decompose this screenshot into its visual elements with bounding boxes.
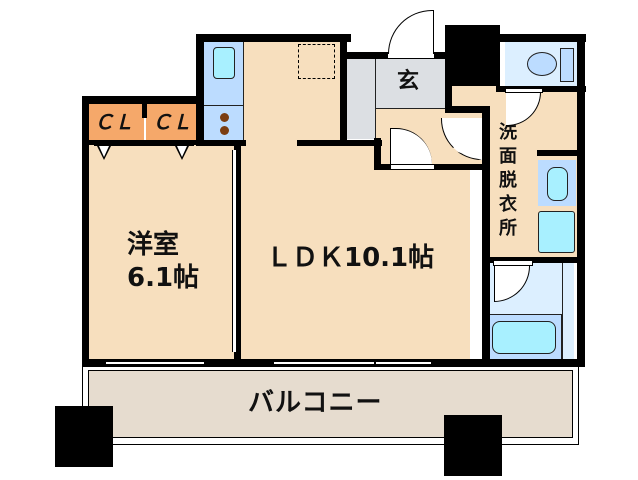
kitchen-sink-icon xyxy=(213,47,235,79)
washroom-partition xyxy=(537,150,577,156)
ldk xyxy=(240,145,470,360)
storage-nook xyxy=(452,86,496,106)
closet-door-icon-1-fill xyxy=(99,146,109,157)
wall-closet-top xyxy=(82,96,204,104)
wall-kitchen-right xyxy=(340,34,347,144)
kitchen-divider xyxy=(203,105,243,106)
window-western[interactable] xyxy=(106,361,204,366)
wall-kitchen-left xyxy=(196,34,204,144)
wall-western-ldk xyxy=(234,145,241,365)
sliding-partition[interactable] xyxy=(232,150,237,352)
closet-2-label: ＣＬ xyxy=(152,110,192,134)
wall-western-top xyxy=(82,140,242,145)
bathroom-divider xyxy=(562,263,563,359)
toilet-icon xyxy=(527,52,557,76)
washroom-label-1: 洗 xyxy=(499,122,517,143)
washing-machine-pan-icon xyxy=(538,211,575,253)
ldk-label: ＬＤＫ10.1帖 xyxy=(266,243,435,273)
washroom-label-5: 所 xyxy=(499,218,517,239)
kitchen-area xyxy=(244,42,344,150)
sink-icon xyxy=(547,167,568,201)
closet-1 xyxy=(88,104,144,140)
closet-door-icon-2-fill xyxy=(177,146,187,157)
western-room-size: 6.1帖 xyxy=(127,263,200,293)
entrance xyxy=(376,59,446,109)
washroom-label-2: 面 xyxy=(499,146,517,167)
wall-hall-left xyxy=(374,138,381,168)
column-right xyxy=(444,415,502,476)
western-room-name: 洋室 xyxy=(127,230,180,260)
bathroom-door[interactable] xyxy=(493,260,533,266)
wall-toilet-top xyxy=(500,34,586,42)
closet-2 xyxy=(146,104,196,140)
washroom-label-3: 脱 xyxy=(499,170,517,191)
wall-bath-top xyxy=(488,257,578,263)
wall-kitchen-stub xyxy=(297,140,382,146)
wall-closet-mid xyxy=(142,104,147,118)
stove-burner-2 xyxy=(220,126,229,135)
stove-burners-icon xyxy=(220,113,229,122)
wall-hall-right xyxy=(482,108,490,363)
washroom-label-4: 衣 xyxy=(499,194,517,215)
entrance-label: 玄 xyxy=(397,69,420,94)
toilet-tank xyxy=(560,48,574,82)
entrance-shoebox xyxy=(346,59,376,139)
closet-1-label: ＣＬ xyxy=(94,110,134,134)
hall-door[interactable] xyxy=(390,164,435,170)
front-door-swing-icon xyxy=(388,10,434,54)
window-ldk-1[interactable] xyxy=(274,361,374,366)
wall-wash-top xyxy=(500,86,586,92)
balcony-label: バルコニー xyxy=(248,388,383,418)
western-room xyxy=(88,145,236,360)
column-left xyxy=(55,406,113,467)
window-ldk-2[interactable] xyxy=(376,361,431,366)
ceiling-vent-icon xyxy=(298,44,335,79)
wall-west xyxy=(82,96,89,366)
wall-kitchen-top xyxy=(196,34,351,42)
toilet-door[interactable] xyxy=(505,88,543,93)
wall-east xyxy=(577,34,585,366)
bathtub-icon xyxy=(492,321,556,354)
